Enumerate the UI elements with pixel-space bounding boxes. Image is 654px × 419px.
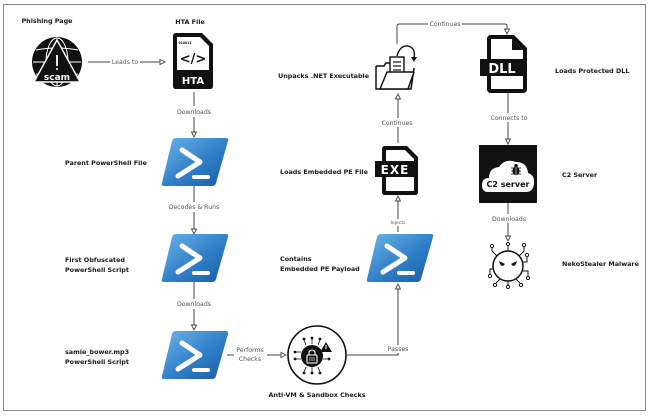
dll-text: DLL	[488, 62, 515, 77]
node-label-payload-1: Contains	[280, 255, 312, 263]
exe-file-icon: EXE	[375, 146, 418, 195]
edge-label-connects-to: Connects to	[491, 115, 528, 122]
folder-unpack-icon	[375, 45, 417, 90]
edge-label-checks: Checks	[239, 356, 261, 363]
edge-label-performs: Performs	[236, 347, 264, 354]
edge-injects: Injects	[390, 194, 406, 232]
node-unpacks-dotnet: Unpacks .NET Executable	[278, 45, 417, 90]
edge-label-downloads-1: Downloads	[177, 109, 211, 116]
node-parent-powershell: Parent PowerShell File	[65, 138, 228, 186]
node-label-exe: Loads Embedded PE File	[280, 168, 369, 176]
locked-chip-warning-icon	[287, 325, 347, 385]
diagram-frame	[3, 4, 646, 411]
dll-file-icon: DLL	[480, 35, 527, 93]
node-anti-vm-checks: Anti-VM & Sandbox Checks	[268, 325, 366, 399]
node-label-payload-2: Embedded PE Payload	[280, 265, 360, 273]
edge-leads-to: Leads to	[88, 58, 167, 66]
hta-header-text: 010011	[179, 41, 192, 45]
node-nekostealer: NekoStealer Malware	[487, 241, 640, 290]
node-label-parent-powershell: Parent PowerShell File	[65, 159, 147, 167]
c2-server-text: C2 server	[487, 180, 530, 189]
edge-label-continues-1: Continues	[381, 120, 412, 127]
edge-decodes-runs: Decodes & Runs	[169, 186, 220, 236]
powershell-icon	[367, 234, 434, 282]
edge-label-decodes-runs: Decodes & Runs	[169, 204, 220, 211]
edge-label-leads-to: Leads to	[112, 59, 138, 66]
node-hta-file: HTA File 010011 </> HTA	[173, 18, 213, 89]
node-exe-file: Loads Embedded PE File EXE	[280, 146, 418, 195]
node-label-first-obfuscated-1: First Obfuscated	[65, 256, 125, 264]
node-c2-server: C2 Server C2 server	[479, 145, 598, 203]
exe-text: EXE	[381, 163, 410, 177]
edge-label-continues-2: Continues	[429, 21, 460, 28]
powershell-icon	[162, 234, 229, 282]
edge-performs-checks: Performs Checks	[227, 347, 288, 363]
edge-downloads-2: Downloads	[177, 282, 211, 332]
node-label-first-obfuscated-2: PowerShell Script	[65, 266, 129, 274]
node-samie-bower: samie_bower.mp3 PowerShell Script	[65, 331, 228, 379]
node-first-obfuscated: First Obfuscated PowerShell Script	[65, 234, 228, 282]
edge-continues-2: Continues	[396, 21, 511, 44]
edge-label-downloads-2: Downloads	[177, 301, 211, 308]
edge-downloads-3: Downloads	[492, 203, 526, 243]
edge-passes: Passes	[347, 282, 411, 356]
hta-text: HTA	[182, 76, 204, 87]
c2-cloud-bug-icon: C2 server	[479, 145, 537, 203]
powershell-icon	[162, 331, 229, 379]
hta-file-icon: 010011 </> HTA	[173, 33, 213, 89]
node-embedded-payload: Contains Embedded PE Payload	[280, 234, 433, 282]
edge-label-injects: Injects	[390, 220, 406, 226]
edge-label-downloads-3: Downloads	[492, 216, 526, 223]
node-label-anti-vm: Anti-VM & Sandbox Checks	[268, 391, 365, 399]
node-label-c2: C2 Server	[562, 171, 598, 179]
bug-icon	[511, 164, 521, 176]
node-phishing-page: Phishing Page scam	[21, 17, 82, 87]
scam-globe-icon: scam	[32, 37, 82, 87]
node-label-phishing-page: Phishing Page	[21, 17, 73, 25]
edge-label-passes: Passes	[388, 346, 409, 353]
node-label-samie-bower-1: samie_bower.mp3	[65, 348, 129, 356]
code-glyph-text: </>	[180, 52, 207, 67]
node-label-nekostealer: NekoStealer Malware	[562, 260, 640, 268]
node-dll: Loads Protected DLL DLL	[480, 35, 629, 93]
node-label-dll: Loads Protected DLL	[555, 67, 629, 75]
scam-text: scam	[44, 73, 70, 83]
edge-continues-1: Continues	[381, 92, 413, 143]
powershell-icon	[162, 138, 229, 186]
edge-connects-to: Connects to	[491, 93, 528, 146]
node-label-samie-bower-2: PowerShell Script	[65, 358, 129, 366]
node-label-hta-file: HTA File	[175, 18, 205, 26]
edge-downloads-1: Downloads	[177, 92, 211, 139]
node-label-unpacks: Unpacks .NET Executable	[278, 72, 370, 80]
virus-icon	[487, 241, 531, 290]
